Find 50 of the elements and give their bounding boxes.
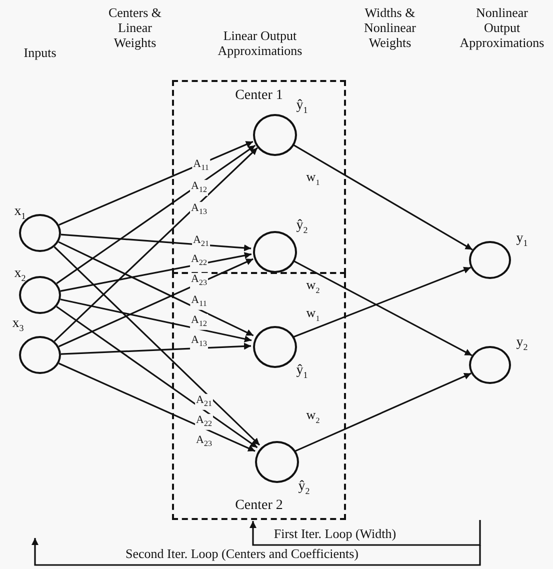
neuron-circle: [255, 441, 299, 483]
arrow: [54, 147, 258, 342]
arrow: [58, 362, 256, 452]
edge-label: A$_{11}$: [190, 294, 208, 310]
arrow: [60, 342, 252, 355]
node-symbol: x$_{1}$: [14, 205, 26, 223]
neuron-circle: [19, 214, 61, 252]
arrow: [56, 306, 258, 448]
loop-label: Second Iter. Loop (Centers and Coefficients): [124, 548, 360, 560]
node-symbol: x$_{3}$: [12, 317, 24, 335]
edge-label: A$_{22}$: [195, 414, 213, 430]
group-title: Center 1: [234, 88, 284, 104]
edge-label: A$_{22}$: [190, 252, 208, 270]
column-heading: Widths & Nonlinear Weights: [363, 5, 417, 50]
node-symbol: ŷ$_{2}$: [298, 480, 310, 498]
edge-label: A$_{13}$: [190, 334, 208, 350]
arrow: [294, 372, 472, 452]
neuron-circle: [469, 346, 511, 384]
node-symbol: x$_{2}$: [14, 267, 26, 285]
node-symbol: ŷ$_{1}$: [296, 99, 308, 117]
arrow: [60, 298, 252, 342]
arrow: [58, 241, 254, 336]
column-heading: Linear Output Approximations: [216, 28, 304, 58]
node-symbol: y$_{2}$: [516, 336, 528, 354]
neuron-circle: [253, 231, 297, 273]
arrow: [54, 246, 260, 446]
arrow: [58, 140, 254, 226]
neuron-circle: [19, 336, 61, 374]
edge-label: A$_{12}$: [190, 314, 208, 330]
neuron-circle: [469, 241, 511, 279]
arrow: [293, 266, 472, 338]
node-symbol: ŷ$_{2}$: [296, 219, 308, 237]
node-symbol: y$_{1}$: [516, 232, 528, 250]
arrow: [60, 234, 252, 252]
edge-label: A$_{23}$: [190, 272, 208, 290]
edge-label: A$_{21}$: [195, 394, 213, 410]
arrow: [58, 258, 254, 348]
feedback-arrow: [250, 520, 481, 546]
arrow: [56, 144, 256, 284]
arrow: [60, 252, 252, 292]
node-symbol: ŷ$_{1}$: [296, 364, 308, 382]
neuron-circle: [253, 326, 297, 368]
neuron-circle: [19, 276, 61, 314]
edge-label: First Iter. Loop (Width): [272, 528, 398, 540]
column-heading: Centers & Linear Weights: [107, 5, 163, 50]
edge-label: A$_{12}$: [190, 180, 208, 196]
column-heading: Nonlinear Output Approximations: [458, 5, 546, 50]
group-title: Center 2: [234, 498, 284, 514]
column-heading: Inputs: [22, 45, 58, 60]
neuron-circle: [253, 114, 297, 156]
